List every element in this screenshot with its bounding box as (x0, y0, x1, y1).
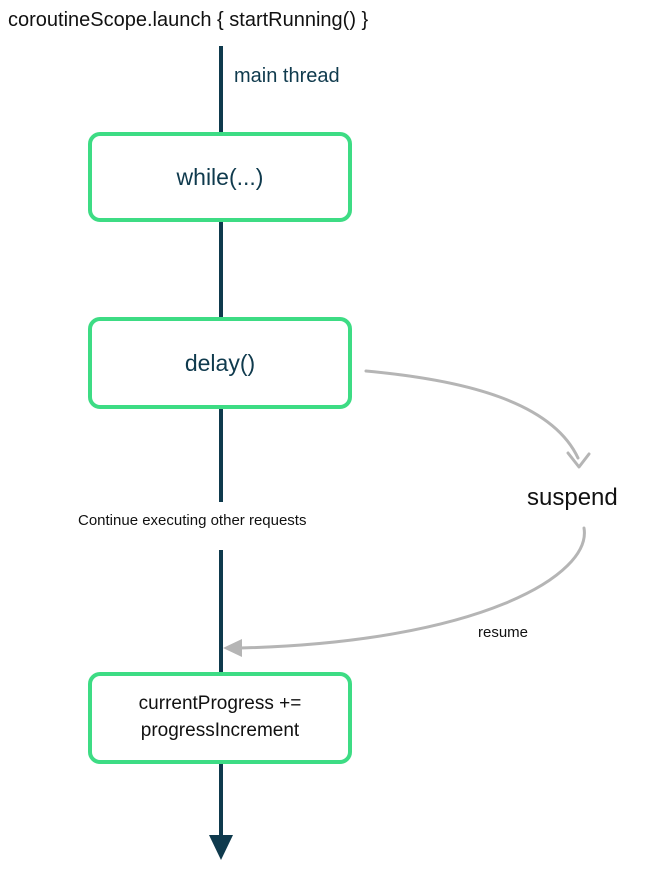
suspend-label: suspend (527, 484, 618, 511)
resume-label: resume (478, 624, 529, 641)
resume-arrowhead-icon (223, 639, 242, 657)
progress-increment-box-label: currentProgress += progressIncrement (138, 693, 302, 741)
resume-arrow (238, 526, 586, 650)
progress-increment-box: currentProgress += progressIncrement (88, 672, 352, 764)
delay-box-label: delay() (184, 349, 256, 376)
while-loop-box-label: while(...) (176, 163, 264, 190)
main-thread-arrowhead-icon (209, 835, 233, 860)
suspend-arrow (364, 369, 580, 460)
main-thread-label: main thread (234, 65, 340, 87)
while-loop-box: while(...) (88, 132, 352, 222)
suspend-arrowhead-icon (566, 451, 591, 469)
delay-box: delay() (88, 317, 352, 409)
continue-executing-note: Continue executing other requests (78, 512, 307, 529)
code-caption: coroutineScope.launch { startRunning() } (8, 9, 369, 31)
